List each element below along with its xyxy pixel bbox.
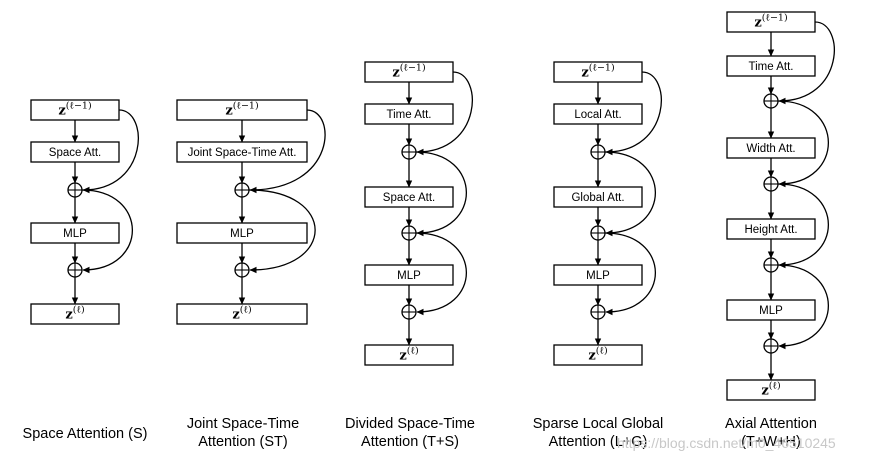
column-caption: Divided Space-Time	[345, 416, 475, 432]
module-label: Local Att.	[574, 109, 621, 121]
output-token-label: z(ℓ)	[399, 346, 418, 364]
column-caption: Sparse Local Global	[533, 416, 664, 432]
column-4: z(ℓ−1) Local Att. Global Att. MLP z(ℓ) Sparse…	[533, 61, 664, 450]
output-token-label: z(ℓ)	[761, 381, 780, 399]
residual-connection	[777, 264, 829, 350]
module-label: Time Att.	[387, 109, 432, 121]
residual-add-node	[763, 257, 779, 273]
module-box: Local Att.	[553, 103, 643, 125]
module-label: Time Att.	[749, 61, 794, 73]
residual-connection	[604, 151, 656, 237]
module-label: Width Att.	[746, 143, 795, 155]
module-label: MLP	[397, 270, 421, 282]
output-token-box: z(ℓ)	[553, 344, 643, 366]
module-box: Width Att.	[726, 137, 816, 159]
residual-add-node	[67, 262, 83, 278]
column-caption: Space Attention (S)	[23, 426, 148, 442]
residual-connection	[777, 100, 829, 188]
residual-connection	[416, 71, 473, 156]
residual-add-node	[763, 338, 779, 354]
module-box: MLP	[176, 222, 308, 244]
module-label: Height Att.	[744, 224, 797, 236]
module-box: MLP	[553, 264, 643, 286]
column-caption: Axial Attention	[725, 416, 817, 432]
watermark: https://blog.csdn.net/m0_46510245	[617, 435, 836, 451]
module-box: MLP	[30, 222, 120, 244]
residual-connection	[81, 189, 133, 274]
output-token-label: z(ℓ)	[65, 305, 84, 323]
residual-connection	[248, 189, 316, 274]
module-box: Joint Space-Time Att.	[176, 141, 308, 163]
input-token-label: z(ℓ−1)	[754, 13, 787, 31]
residual-connection	[415, 232, 467, 316]
input-token-box: z(ℓ−1)	[176, 99, 308, 121]
residual-add-node	[67, 182, 83, 198]
module-box: Time Att.	[364, 103, 454, 125]
module-label: Space Att.	[49, 147, 101, 159]
residual-add-node	[590, 225, 606, 241]
input-token-box: z(ℓ−1)	[553, 61, 643, 83]
residual-connection	[605, 71, 662, 156]
residual-add-node	[234, 262, 250, 278]
module-box: Height Att.	[726, 218, 816, 240]
input-token-label: z(ℓ−1)	[225, 101, 258, 119]
residual-add-node	[763, 176, 779, 192]
residual-connection	[777, 183, 829, 269]
module-box: MLP	[726, 299, 816, 321]
module-label: MLP	[759, 305, 783, 317]
output-token-label: z(ℓ)	[588, 346, 607, 364]
input-token-box: z(ℓ−1)	[30, 99, 120, 121]
residual-add-node	[590, 304, 606, 320]
module-box: Global Att.	[553, 186, 643, 208]
residual-connection	[778, 21, 835, 105]
output-token-box: z(ℓ)	[364, 344, 454, 366]
output-token-box: z(ℓ)	[726, 379, 816, 401]
input-token-label: z(ℓ−1)	[392, 63, 425, 81]
column-caption: (T+W+H)	[741, 434, 801, 450]
output-token-label: z(ℓ)	[232, 305, 251, 323]
column-caption: Joint Space-Time	[187, 416, 299, 432]
residual-connection	[604, 232, 656, 316]
module-label: MLP	[586, 270, 610, 282]
residual-connection	[249, 109, 326, 194]
module-box: Space Att.	[30, 141, 120, 163]
module-label: Space Att.	[383, 192, 435, 204]
output-token-box: z(ℓ)	[30, 303, 120, 325]
module-box: Time Att.	[726, 55, 816, 77]
module-label: MLP	[230, 228, 254, 240]
column-3: z(ℓ−1) Time Att. Space Att. MLP z(ℓ) Divided …	[345, 61, 475, 450]
column-caption: Attention (T+S)	[361, 434, 459, 450]
output-token-box: z(ℓ)	[176, 303, 308, 325]
column-2: z(ℓ−1) Joint Space-Time Att. MLP z(ℓ) Joint …	[176, 99, 326, 450]
column-caption: Attention (ST)	[198, 434, 287, 450]
column-caption: Attention (L+G)	[549, 434, 648, 450]
column-1: z(ℓ−1) Space Att. MLP z(ℓ) Space Attention (…	[23, 99, 148, 442]
module-label: MLP	[63, 228, 87, 240]
residual-add-node	[763, 93, 779, 109]
column-5: z(ℓ−1) Time Att. Width Att. Height Att. MLP z…	[725, 11, 835, 450]
input-token-box: z(ℓ−1)	[364, 61, 454, 83]
input-token-label: z(ℓ−1)	[581, 63, 614, 81]
residual-add-node	[401, 304, 417, 320]
residual-add-node	[590, 144, 606, 160]
residual-connection	[82, 109, 139, 194]
residual-add-node	[401, 144, 417, 160]
module-box: Space Att.	[364, 186, 454, 208]
module-label: Global Att.	[571, 192, 624, 204]
module-label: Joint Space-Time Att.	[188, 147, 297, 159]
residual-add-node	[234, 182, 250, 198]
residual-add-node	[401, 225, 417, 241]
module-box: MLP	[364, 264, 454, 286]
input-token-box: z(ℓ−1)	[726, 11, 816, 33]
input-token-label: z(ℓ−1)	[58, 101, 91, 119]
residual-connection	[415, 151, 467, 237]
